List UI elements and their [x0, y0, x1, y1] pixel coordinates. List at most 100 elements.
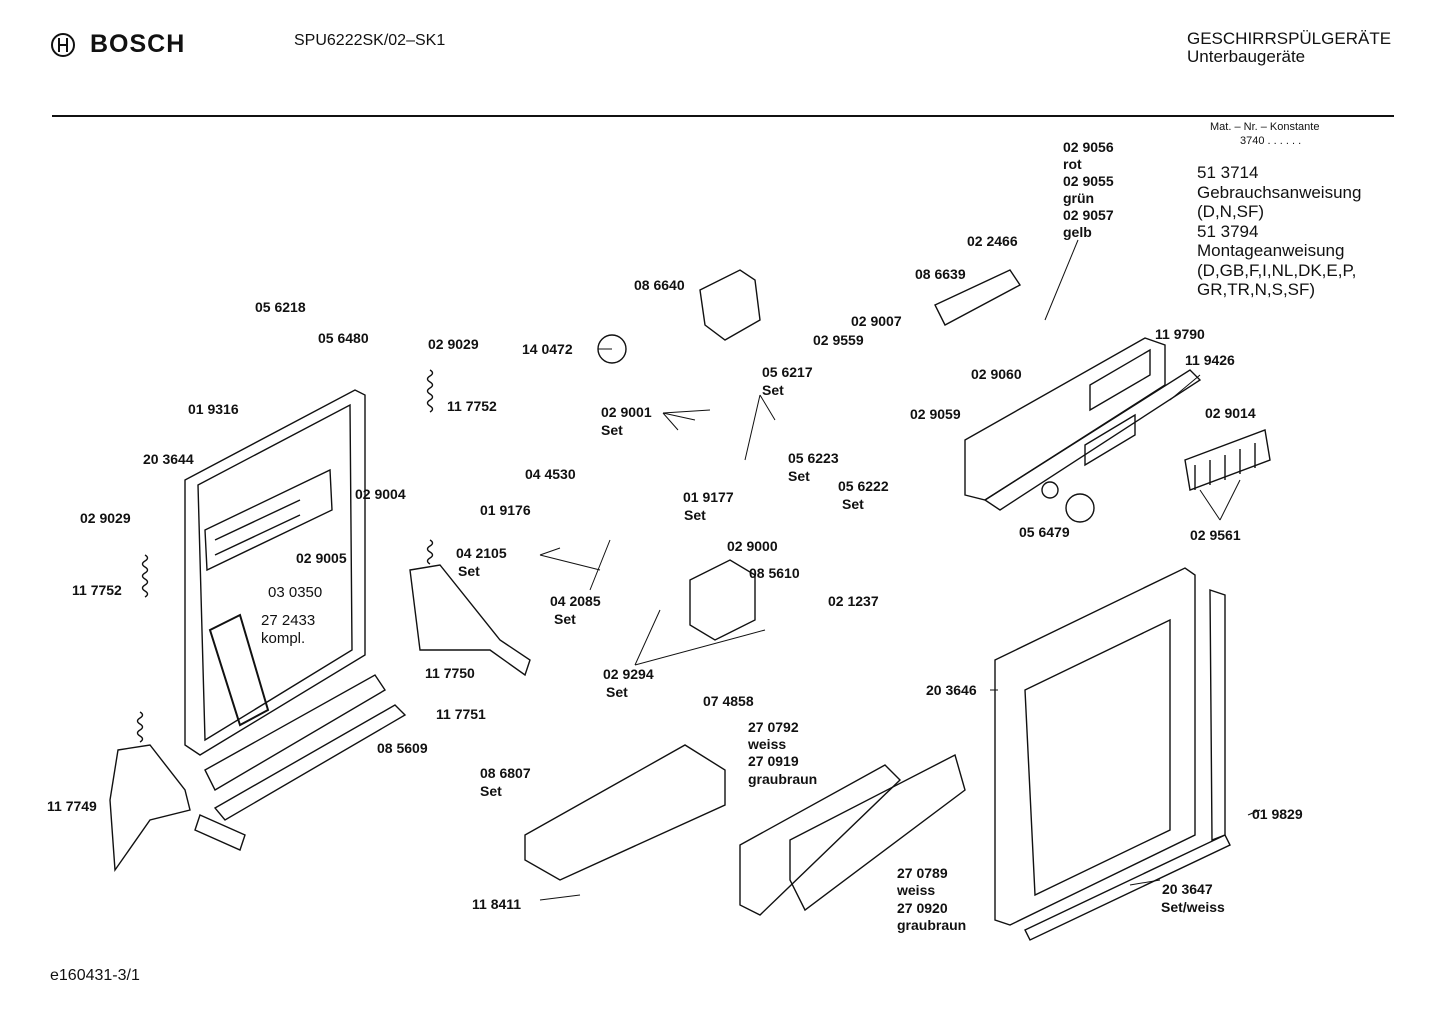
part-label: 02 9055 — [1063, 173, 1114, 189]
part-set-label: Set — [842, 496, 864, 512]
drawing-reference: e160431-3/1 — [50, 967, 140, 984]
part-set-label: Set — [684, 507, 706, 523]
part-color-label: rot — [1063, 156, 1082, 172]
part-label: 04 2085 — [550, 593, 601, 609]
part-label: 14 0472 — [522, 341, 573, 357]
part-label: 05 6218 — [255, 299, 306, 315]
brand-name: BOSCH — [90, 30, 186, 58]
part-label: 02 9029 — [80, 510, 131, 526]
leader-lines — [539, 239, 1261, 901]
part-label: 02 9005 — [296, 550, 347, 566]
part-label: 11 9426 — [1185, 352, 1235, 368]
part-label: 11 7749 — [47, 798, 97, 814]
part-set-label: Set — [606, 684, 628, 700]
bosch-armature-icon — [51, 32, 75, 57]
part-label: 27 0792 — [748, 719, 799, 735]
control-panel — [964, 337, 1202, 511]
doc-line: Montageanweisung — [1197, 241, 1345, 260]
part-label: 02 9001 — [601, 404, 652, 420]
part-label: 02 9029 — [428, 336, 479, 352]
doc-line: (D,N,SF) — [1197, 202, 1265, 221]
part-set-label: Set — [458, 563, 480, 579]
part-label: 07 4858 — [703, 693, 754, 709]
part-label: 20 3647 — [1162, 881, 1213, 897]
outer-door-frame — [994, 567, 1231, 941]
part-label: 05 6217 — [762, 364, 813, 380]
part-label: 01 9829 — [1252, 806, 1303, 822]
header-divider — [52, 115, 1394, 117]
part-label: 02 9000 — [727, 538, 778, 554]
part-set-label: Set — [480, 783, 502, 799]
part-set-label: Set — [788, 468, 810, 484]
part-label: 02 9014 — [1205, 405, 1256, 421]
part-label: 20 3646 — [926, 682, 977, 698]
part-label: 11 7751 — [436, 706, 486, 722]
part-color-label: weiss — [748, 736, 787, 752]
part-set-label: Set — [601, 422, 623, 438]
part-label: 02 9060 — [971, 366, 1022, 382]
part-label: 01 9177 — [683, 489, 734, 505]
spring-left — [109, 554, 191, 873]
part-label: 11 8411 — [472, 896, 522, 912]
part-color-label: weiss — [897, 882, 936, 898]
doc-line: 51 3714 — [1197, 163, 1259, 182]
part-set-label: Set — [762, 382, 784, 398]
part-label: 08 6640 — [634, 277, 685, 293]
doc-line: Gebrauchsanweisung — [1197, 182, 1362, 202]
part-label: 02 9004 — [355, 486, 406, 502]
part-label: 11 7752 — [72, 582, 122, 598]
part-label: 05 6480 — [318, 330, 369, 346]
part-color-label: graubraun — [748, 771, 818, 787]
documents-list: 51 3714 Gebrauchsanweisung (D,N,SF) 51 3… — [1197, 163, 1361, 300]
part-label: 08 6639 — [915, 266, 966, 282]
part-label: 05 6479 — [1019, 524, 1070, 540]
part-color-label: graubraun — [897, 917, 967, 933]
bottom-trim-left — [194, 674, 407, 851]
part-label: 11 9790 — [1155, 326, 1205, 342]
part-label: 27 0919 — [748, 753, 799, 769]
matnr-value: 3740 . . . . . . — [1240, 135, 1302, 147]
doc-line: GR,TR,N,S,SF) — [1197, 280, 1316, 299]
part-label: 01 9316 — [188, 401, 239, 417]
part-label: 03 0350 — [268, 584, 323, 601]
part-color-label: gelb — [1063, 224, 1092, 240]
category-title: GESCHIRRSPÜLGERÄTE Unterbaugeräte — [1187, 30, 1391, 66]
part-label: 02 9059 — [910, 406, 961, 422]
part-label: 02 9057 — [1063, 207, 1114, 223]
electronic-module — [689, 269, 1022, 641]
part-label: 11 7752 — [447, 398, 497, 414]
part-label: 02 1237 — [828, 593, 879, 609]
part-label: 02 9561 — [1190, 527, 1241, 543]
switch-buttons — [1184, 429, 1271, 491]
part-label: 02 9056 — [1063, 139, 1114, 155]
part-label: 27 0789 — [897, 865, 948, 881]
doc-line: 51 3794 — [1197, 221, 1259, 241]
category-line-2: Unterbaugeräte — [1187, 47, 1306, 66]
part-label: 05 6223 — [788, 450, 839, 466]
part-label: 27 0920 — [897, 900, 948, 916]
part-set-label: Set — [554, 611, 576, 627]
part-note-label: kompl. — [261, 630, 306, 647]
part-label: 05 6222 — [838, 478, 889, 494]
front-panels-lower — [524, 744, 966, 916]
brand-logo: BOSCH — [50, 30, 185, 59]
part-color-label: grün — [1063, 190, 1095, 206]
part-label: 02 9294 — [603, 666, 654, 682]
part-label: 04 2105 — [456, 545, 507, 561]
part-label: 27 2433 — [261, 612, 316, 629]
part-label: 20 3644 — [143, 451, 194, 467]
model-number: SPU6222SK/02–SK1 — [294, 32, 446, 49]
matnr-label: Mat. – Nr. – Konstante — [1210, 121, 1320, 133]
part-label: 02 9007 — [851, 313, 902, 329]
part-label: 11 7750 — [425, 665, 475, 681]
part-label: 02 2466 — [967, 233, 1018, 249]
part-label: 08 5609 — [377, 740, 428, 756]
part-label: 08 5610 — [749, 565, 800, 581]
part-label: 04 4530 — [525, 466, 576, 482]
spring-middle — [409, 369, 531, 677]
doc-line: (D,GB,F,I,NL,DK,E,P, — [1197, 260, 1357, 280]
category-line-1: GESCHIRRSPÜLGERÄTE — [1187, 29, 1392, 48]
material-number-block: Mat. – Nr. – Konstante 3740 . . . . . . — [1210, 120, 1319, 148]
part-label: 08 6807 — [480, 765, 531, 781]
